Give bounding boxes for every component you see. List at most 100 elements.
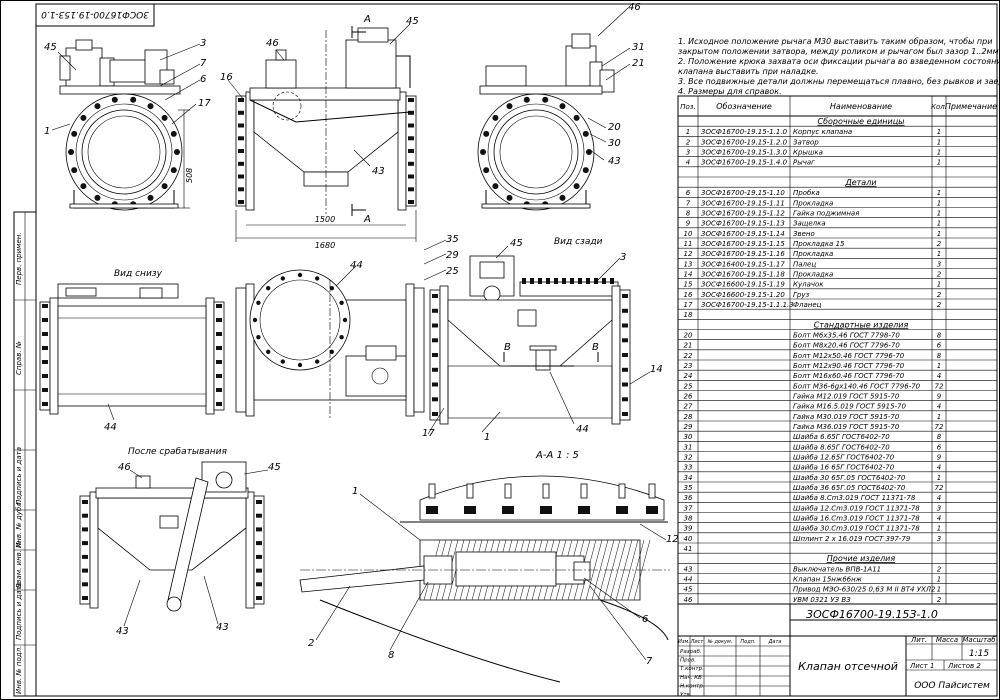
table-cell-name: Гайка М30.019 ГОСТ 5915-70 (793, 413, 900, 421)
cover-bolt (602, 278, 606, 284)
flange-bolt (432, 308, 438, 313)
title-grid-head: Подп. (740, 639, 755, 645)
flange-bolt (111, 96, 118, 103)
flange-bolt (161, 114, 168, 121)
table-cell-qty: 1 (937, 281, 941, 289)
table-cell-designation: 3ОСФ16700-19.15-1.12 (701, 209, 785, 217)
flange-bolt (216, 388, 222, 392)
flange-bolt (147, 194, 154, 201)
stud-nut (464, 506, 476, 514)
table-cell-qty: 4 (937, 372, 941, 380)
table-cell-name: Защелка (793, 220, 826, 228)
stud-nut (578, 506, 590, 514)
note-line-2: 2. Положение крюка захвата оси фиксации … (678, 57, 1000, 66)
table-cell-pos: 20 (684, 331, 693, 339)
flange-bolt (506, 194, 513, 201)
flange-bolt (297, 272, 303, 278)
bottom-view: Вид снизу (39, 269, 225, 415)
top-view (235, 269, 425, 420)
flange-bolt (622, 294, 628, 298)
cut-b-left: В (504, 342, 511, 353)
flange-bolt (622, 338, 628, 343)
table-cell-qty: 2 (937, 291, 942, 299)
table-cell-pos: 2 (686, 138, 691, 146)
table-cell-designation: 3ОСФ16700-19.15-1.2.0 (701, 138, 788, 146)
table-cell-qty: 4 (937, 514, 941, 522)
flange-bolt (216, 332, 222, 336)
flange-bolt (42, 402, 48, 406)
title-role: Утв. (680, 692, 692, 698)
after-trigger-view: После срабатывания (79, 447, 265, 612)
table-section-title: Стандартные изделия (814, 320, 909, 329)
flange-bolt (559, 103, 566, 110)
table-cell-pos: 30 (684, 433, 693, 441)
table-cell-qty: 1 (937, 586, 941, 594)
flange-bolt (256, 582, 262, 587)
table-cell-qty: 1 (937, 362, 941, 370)
cover-bolt (594, 278, 598, 284)
flange-bolt (256, 541, 262, 546)
section-callout-5: 7 (646, 656, 653, 667)
title-lit: Лит. (910, 636, 927, 644)
flange-bolt (161, 183, 168, 190)
flange-bolt (42, 388, 48, 392)
note-line-0: 1. Исходное положение рычага М30 выстави… (678, 37, 992, 46)
table-cell-name: Крышка (793, 148, 823, 156)
table-cell-name: Прокладка 15 (793, 240, 845, 248)
table-cell-qty: 1 (937, 250, 941, 258)
bottom-callout-0: 44 (104, 422, 117, 433)
table-cell-qty: 3 (937, 260, 941, 268)
rear-callout-0: 45 (510, 238, 523, 249)
flange-bolt (339, 300, 344, 305)
table-cell-name: Выключатель ВПВ-1А11 (793, 565, 881, 573)
table-cell-pos: 10 (684, 230, 693, 238)
table-cell-pos: 3 (686, 148, 690, 156)
flange-bolt (432, 382, 438, 387)
table-cell-name: Клапан 15нж66нж (793, 575, 863, 583)
rear-callouts: 45 3 14 17 1 44 (422, 238, 663, 443)
table-cell-pos: 14 (684, 270, 693, 278)
table-cell-qty: 2 (937, 565, 942, 573)
table-cell-qty: 72 (935, 423, 944, 431)
flange-bolt (238, 187, 244, 192)
flange-bolt (71, 130, 78, 137)
table-cell-name: Болт М12х90.46 ГОСТ 7796-70 (793, 362, 905, 370)
cover-bolt (522, 278, 526, 284)
table-cell-pos: 13 (684, 260, 693, 268)
flange-bolt (506, 103, 513, 110)
table-cell-designation: 3ОСФ16700-19.15-1.16 (701, 250, 785, 258)
side-callout-3: 43 (372, 166, 385, 177)
table-cell-qty: 3 (937, 535, 941, 543)
flange-bolt (559, 194, 566, 201)
th-designation: Обозначение (716, 102, 772, 111)
table-section-title: Сборочные единицы (818, 117, 905, 126)
title-block: 3ОСФ16700-19.15З-1.0 Клапан отсечной ООО… (677, 603, 998, 698)
right-callout-2: 21 (632, 58, 645, 69)
table-cell-pos: 17 (684, 301, 693, 309)
flange-bolt (147, 103, 154, 110)
table-cell-name: Палец (793, 260, 816, 268)
table-cell-name: Шайба 36 65Г.05 ГОСТ6402-70 (793, 484, 906, 492)
stud-nut (616, 506, 628, 514)
flange-bolt (408, 98, 414, 102)
flange-bolt (42, 374, 48, 378)
table-cell-qty: 8 (937, 331, 942, 339)
flange-bolt (573, 183, 580, 190)
strip-label-0: Перв. примен. (15, 232, 23, 285)
table-cell-qty: 9 (937, 453, 942, 461)
table-cell-name: Прокладка (793, 199, 833, 207)
flange-bolt (280, 276, 285, 281)
flange-bolt (80, 114, 87, 121)
table-cell-name: Рычаг (793, 159, 815, 167)
title-scale: 1:15 (969, 649, 989, 659)
stud-nut (540, 506, 552, 514)
stud (542, 483, 550, 499)
flange-bolt (315, 276, 320, 281)
cover-bolt (586, 278, 590, 284)
flange-bolt (130, 96, 137, 103)
table-cell-name: Шайба 30.Cm3.019 ГОСТ 11371-78 (793, 525, 920, 533)
front-callout-0: 45 (44, 42, 57, 53)
table-cell-designation: 3ОСФ16700-19.15-1.1.1.3 (701, 301, 794, 309)
table-cell-designation: 3ОСФ16700-19.15-1.10 (701, 189, 785, 197)
flange-bolt (432, 353, 438, 357)
